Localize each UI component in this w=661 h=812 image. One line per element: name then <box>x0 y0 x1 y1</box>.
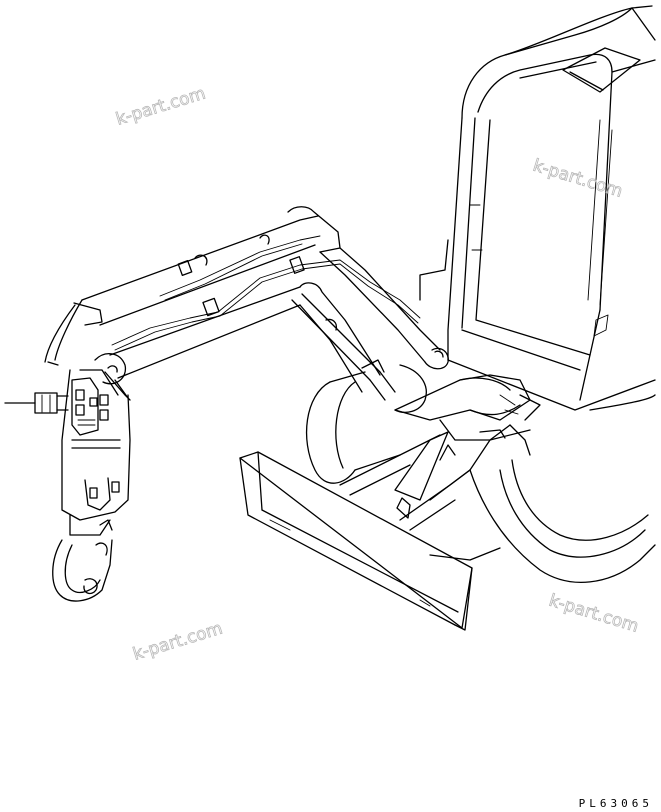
swing-drum <box>305 371 401 484</box>
watermark-1: k-part.com <box>114 84 208 130</box>
arm <box>34 299 131 602</box>
crawler-track <box>429 394 656 583</box>
watermark-2: k-part.com <box>531 156 625 202</box>
watermark-4: k-part.com <box>131 619 225 665</box>
watermarks: k-part.com k-part.com k-part.com k-part.… <box>113 83 641 665</box>
cab <box>419 5 656 411</box>
watermark-3: k-part.com <box>547 591 641 637</box>
boom-foot <box>394 364 541 456</box>
figure-id: PL63065 <box>578 797 653 810</box>
dozer-blade <box>239 431 473 631</box>
boom <box>81 206 449 401</box>
